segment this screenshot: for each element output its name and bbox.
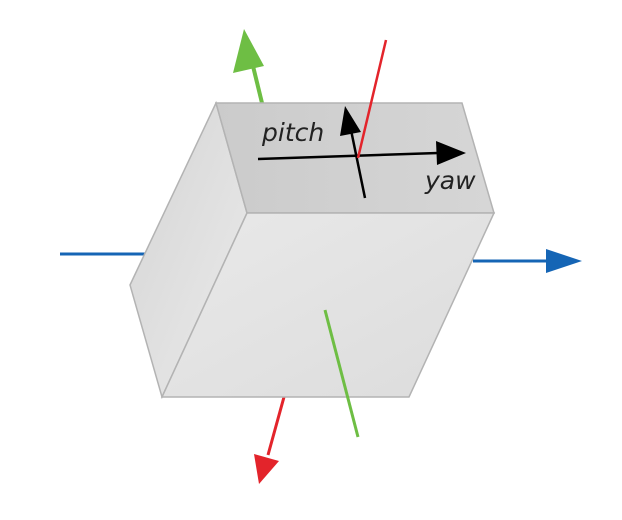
red-axis-lower [266,396,286,456]
yaw-arrowhead [436,141,466,165]
yaw-label: yaw [424,166,476,195]
yaw-arrow-shaft [257,151,439,161]
red-axis-upper [356,39,388,159]
green-axis-arrowhead [233,29,264,73]
blue-axis-arrowhead [546,249,582,273]
pitch-arrowhead [340,106,361,136]
pitch-arrow-shaft [349,129,367,199]
pitch-label: pitch [261,118,324,147]
cube-front-face [160,212,496,398]
green-axis-lower [323,309,360,438]
green-axis-upper [250,61,264,104]
red-axis-arrowhead [254,454,279,484]
